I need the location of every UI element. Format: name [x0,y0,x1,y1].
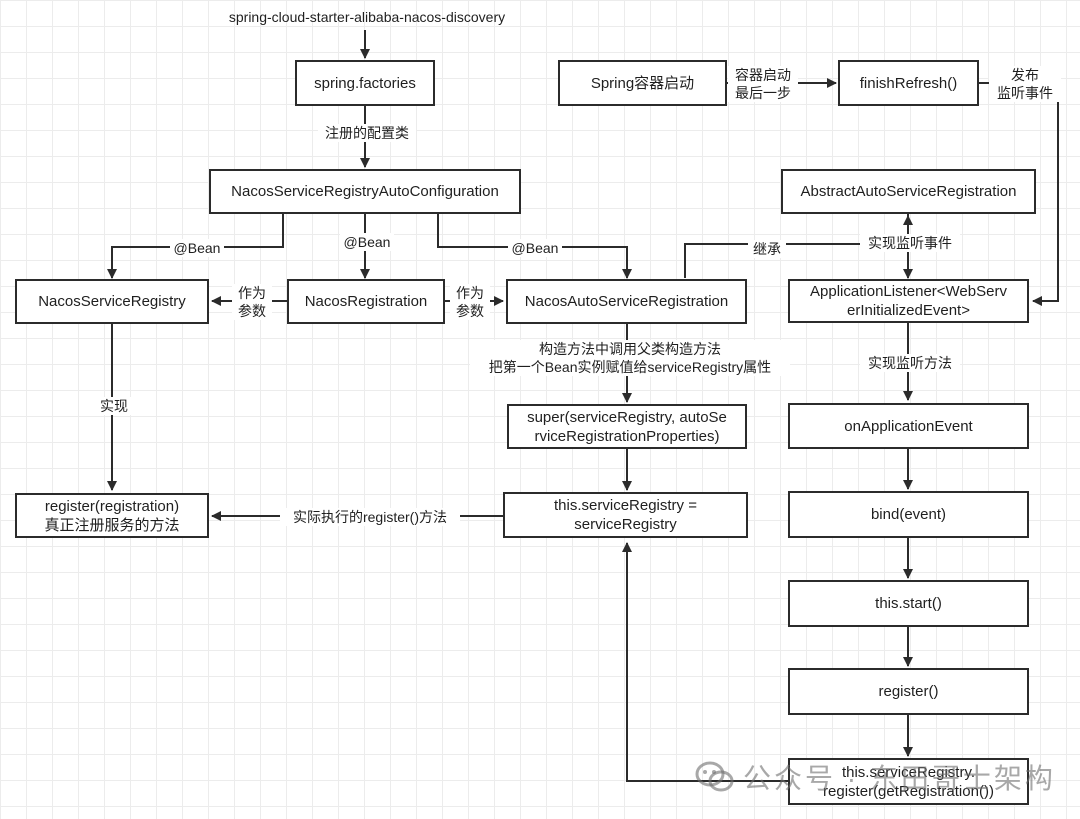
application-listener-box: ApplicationListener<WebServ erInitialize… [788,279,1029,323]
super-call-box: super(serviceRegistry, autoSe rviceRegis… [507,404,747,449]
implement-listener-event-label: 实现监听事件 [860,234,960,252]
container-last-step-label: 容器启动 最后一步 [728,66,798,102]
final-register-box: this.serviceRegistry. register(getRegist… [788,758,1029,805]
edge-final-to-assign [622,542,788,782]
this-start-box: this.start() [788,580,1029,627]
publish-event-label: 发布 监听事件 [989,66,1061,102]
as-param-label-right: 作为 参数 [450,284,490,320]
starter-label: spring-cloud-starter-alibaba-nacos-disco… [228,9,506,25]
bean-label-left: @Bean [170,239,224,257]
nacos-auto-service-registration-box: NacosAutoServiceRegistration [506,279,747,324]
register-method-box: register(registration) 真正注册服务的方法 [15,493,209,538]
wechat-icon [695,761,734,792]
spring-factories-box: spring.factories [295,60,435,106]
implement-listener-method-label: 实现监听方法 [860,354,960,372]
watermark-text: 公众号 · 东田哥士架构 [743,763,1056,794]
as-param-label-left: 作为 参数 [232,284,272,320]
auto-configuration-box: NacosServiceRegistryAutoConfiguration [209,169,521,214]
watermark: 公众号 · 东田哥士架构 [695,757,1056,797]
bean-label-middle: @Bean [340,233,394,251]
constructor-note-label: 构造方法中调用父类构造方法 把第一个Bean实例赋值给serviceRegist… [470,340,790,376]
actual-register-label: 实际执行的register()方法 [280,508,460,526]
on-application-event-box: onApplicationEvent [788,403,1029,449]
register-call-box: register() [788,668,1029,715]
spring-container-start-box: Spring容器启动 [558,60,727,106]
implements-label: 实现 [95,397,133,415]
registered-config-label: 注册的配置类 [318,124,416,142]
assign-registry-box: this.serviceRegistry = serviceRegistry [503,492,748,538]
finish-refresh-box: finishRefresh() [838,60,979,106]
inherits-label: 继承 [748,240,786,258]
abstract-auto-service-registration-box: AbstractAutoServiceRegistration [781,169,1036,214]
nacos-service-registry-box: NacosServiceRegistry [15,279,209,324]
bean-label-right: @Bean [508,239,562,257]
bind-event-box: bind(event) [788,491,1029,538]
nacos-registration-box: NacosRegistration [287,279,445,324]
